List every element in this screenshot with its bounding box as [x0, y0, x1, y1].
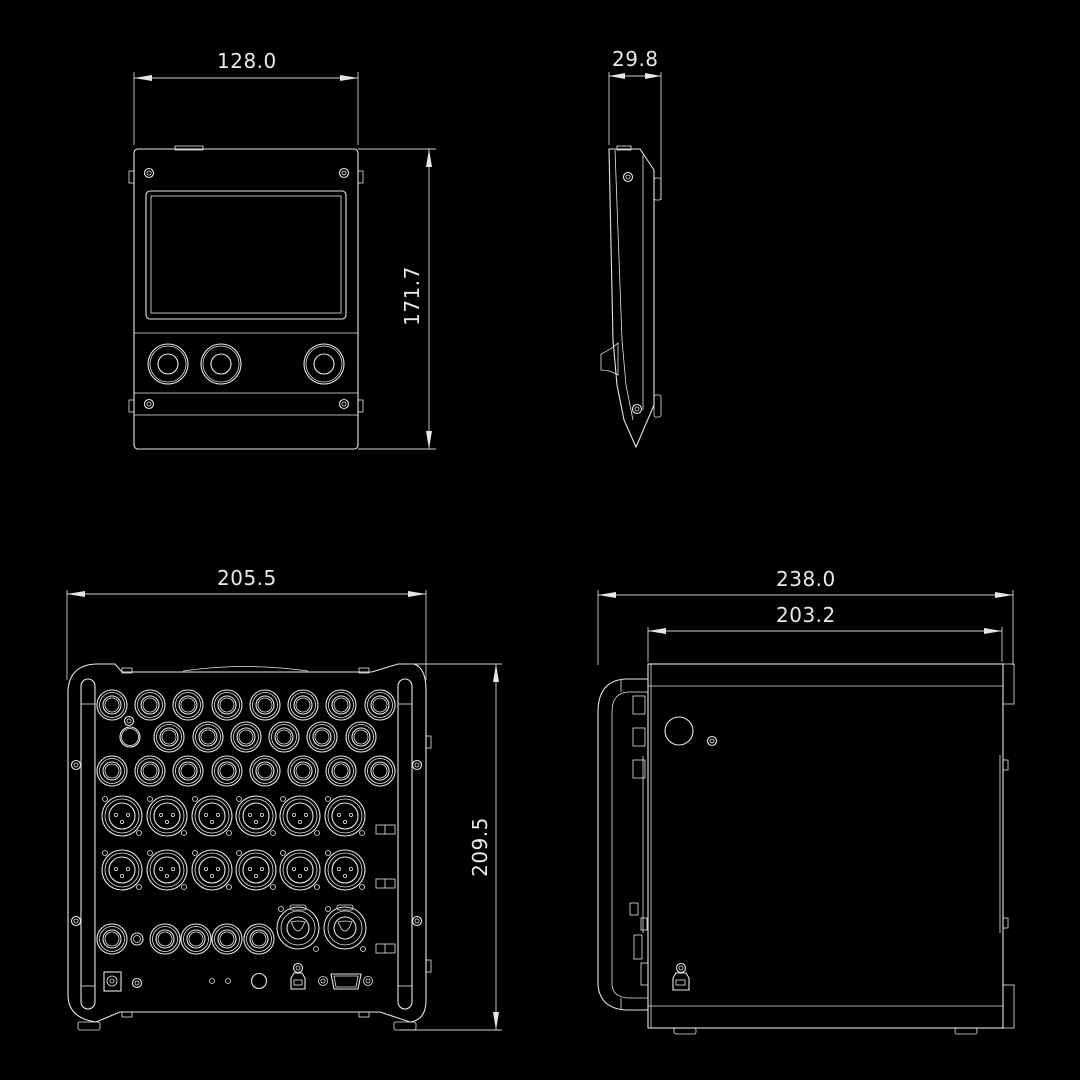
dim-side-overall: 238.0 — [776, 567, 836, 591]
usb-b-port — [290, 962, 306, 990]
dim-rear-width: 205.5 — [217, 566, 277, 590]
dim-rear-height: 209.5 — [468, 817, 492, 877]
knob-2 — [200, 343, 242, 385]
side-profile-view — [600, 72, 662, 449]
trs-row-2 — [119, 715, 377, 753]
front-panel-view — [128, 72, 436, 450]
combo-jack-1 — [276, 904, 320, 952]
combo-jack-2 — [323, 904, 367, 952]
rear-panel-view — [66, 590, 502, 1031]
trs-row-1 — [96, 689, 396, 721]
side-view — [597, 590, 1015, 1035]
trs-row-3 — [96, 755, 396, 787]
touchscreen — [145, 190, 347, 320]
dim-front-height: 171.7 — [400, 266, 424, 326]
xlr-row-2 — [101, 849, 366, 891]
db9-port — [318, 973, 373, 990]
knob-1 — [147, 343, 189, 385]
dim-profile-depth: 29.8 — [612, 47, 659, 71]
xlr-row-1 — [101, 795, 366, 837]
dim-side-body: 203.2 — [776, 603, 836, 627]
dc-input — [103, 971, 122, 992]
dim-front-width: 128.0 — [217, 49, 277, 73]
trs-row-bottom — [96, 923, 275, 955]
knob-3 — [303, 343, 345, 385]
